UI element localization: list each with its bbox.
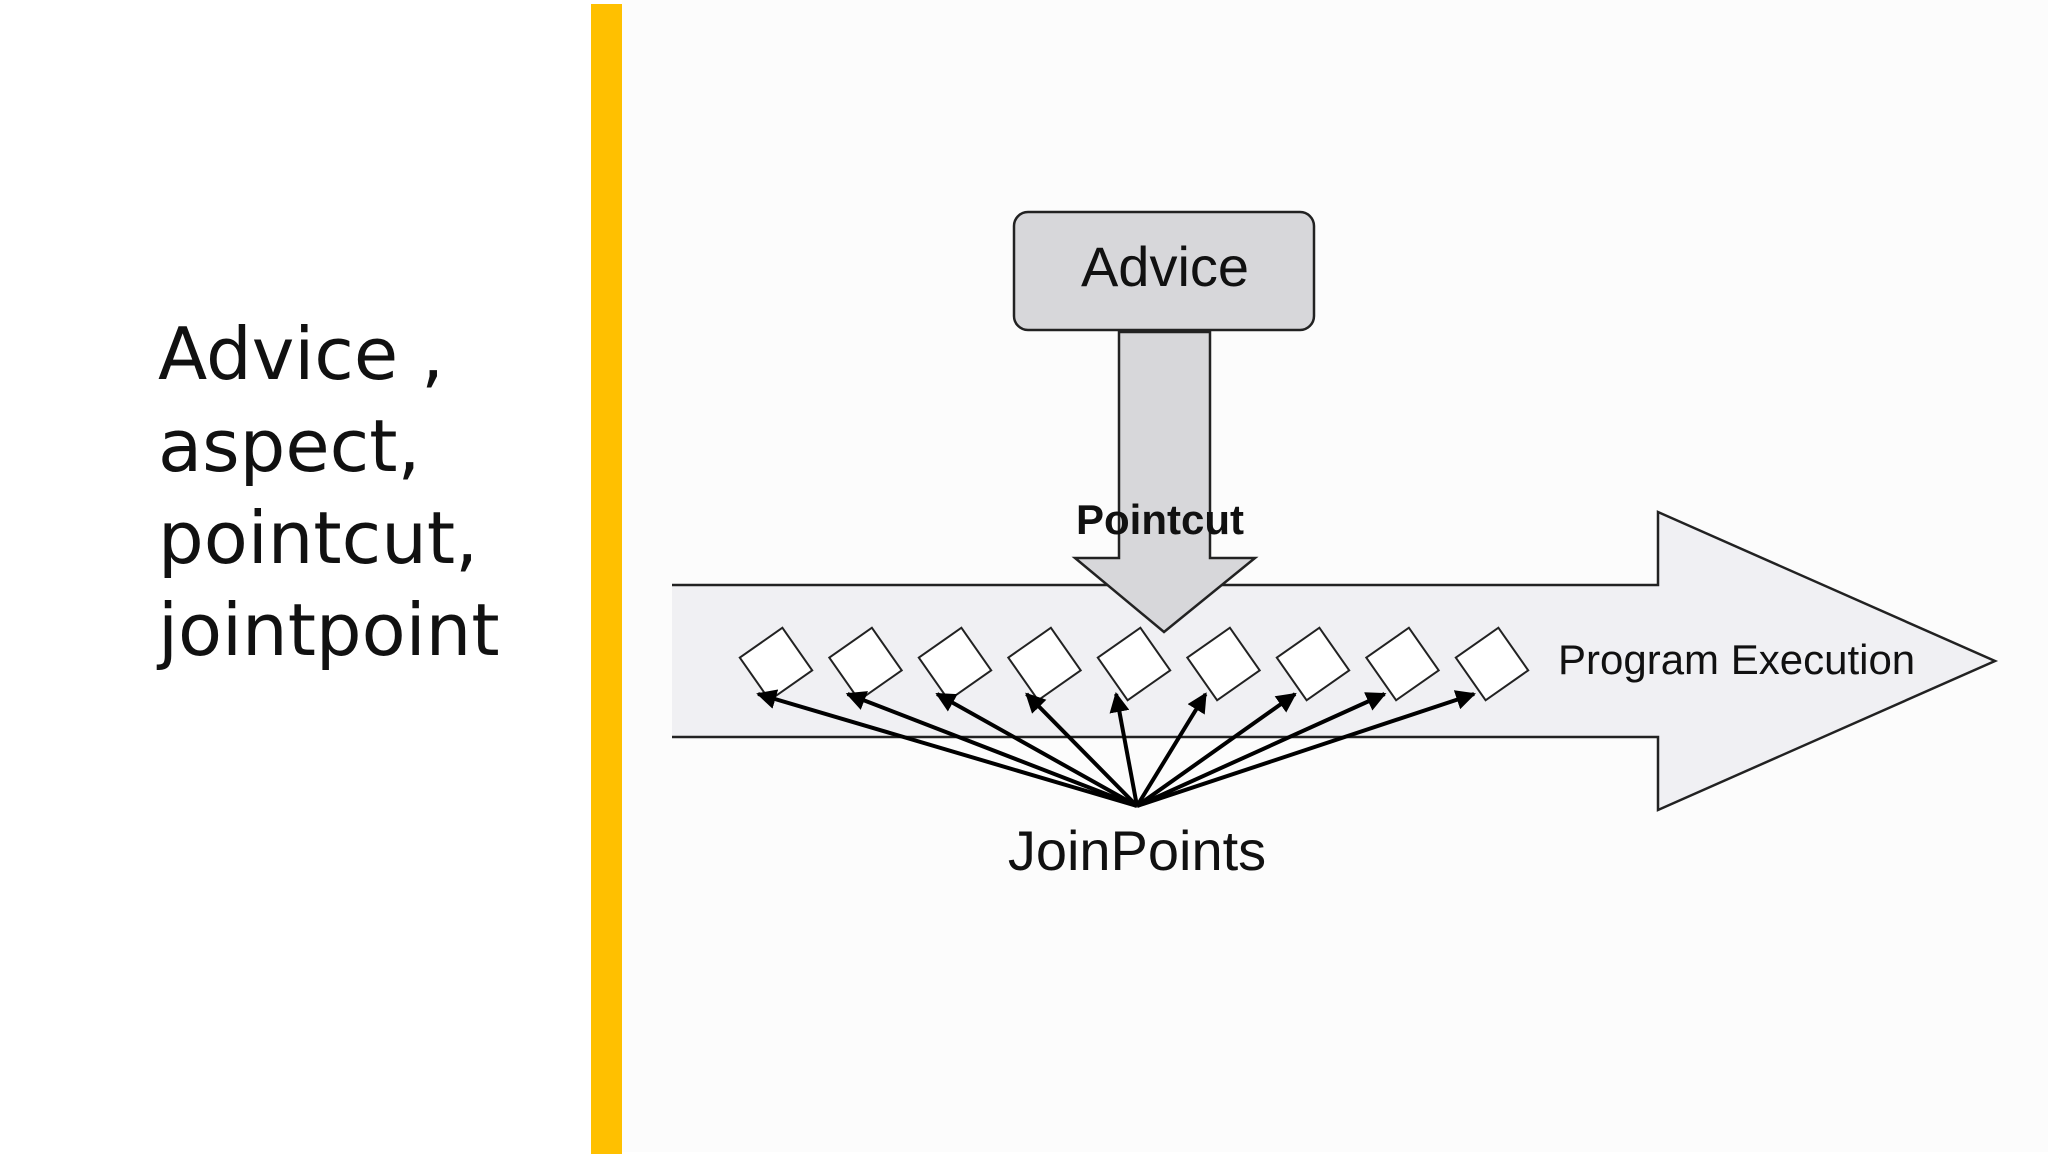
joinpoint-diamond	[1454, 626, 1530, 702]
title-line-1: Advice ,	[158, 312, 444, 396]
joinpoint-diamond	[738, 626, 814, 702]
joinpoint-diamond	[1364, 626, 1441, 702]
title-line-4: jointpoint	[158, 588, 500, 672]
joinpoints-group	[738, 626, 1530, 808]
joinpoint-arrow	[1136, 692, 1387, 808]
diagram-panel	[622, 0, 2048, 1152]
joinpoint-arrow	[935, 692, 1138, 808]
joinpoint-arrow	[1135, 692, 1208, 808]
pointcut-label: Pointcut	[1076, 496, 1244, 543]
accent-divider-bar	[591, 4, 622, 1154]
joinpoint-diamond	[827, 626, 904, 702]
title-line-3: pointcut,	[158, 496, 478, 580]
joinpoint-diamond	[1275, 626, 1351, 702]
joinpoint-diamond	[917, 626, 993, 702]
joinpoint-arrow	[1109, 692, 1139, 807]
slide-title: Advice , aspect, pointcut, jointpoint	[158, 308, 578, 676]
joinpoint-arrow	[1135, 692, 1297, 808]
joinpoint-arrow	[1136, 690, 1476, 808]
joinpoint-diamond	[1096, 626, 1172, 702]
joinpoint-arrow	[845, 691, 1138, 808]
joinpoint-diamond	[1185, 626, 1262, 702]
joinpoint-arrow	[756, 689, 1138, 808]
joinpoints-label: JoinPoints	[1008, 819, 1266, 882]
pointcut-arrow	[1071, 330, 1259, 634]
program-execution-label: Program Execution	[1558, 636, 1915, 683]
advice-box	[1012, 210, 1316, 332]
joinpoint-diamond	[1006, 626, 1083, 702]
title-line-2: aspect,	[158, 404, 421, 488]
joinpoint-arrow	[1025, 692, 1139, 808]
advice-label: Advice	[1081, 235, 1249, 298]
